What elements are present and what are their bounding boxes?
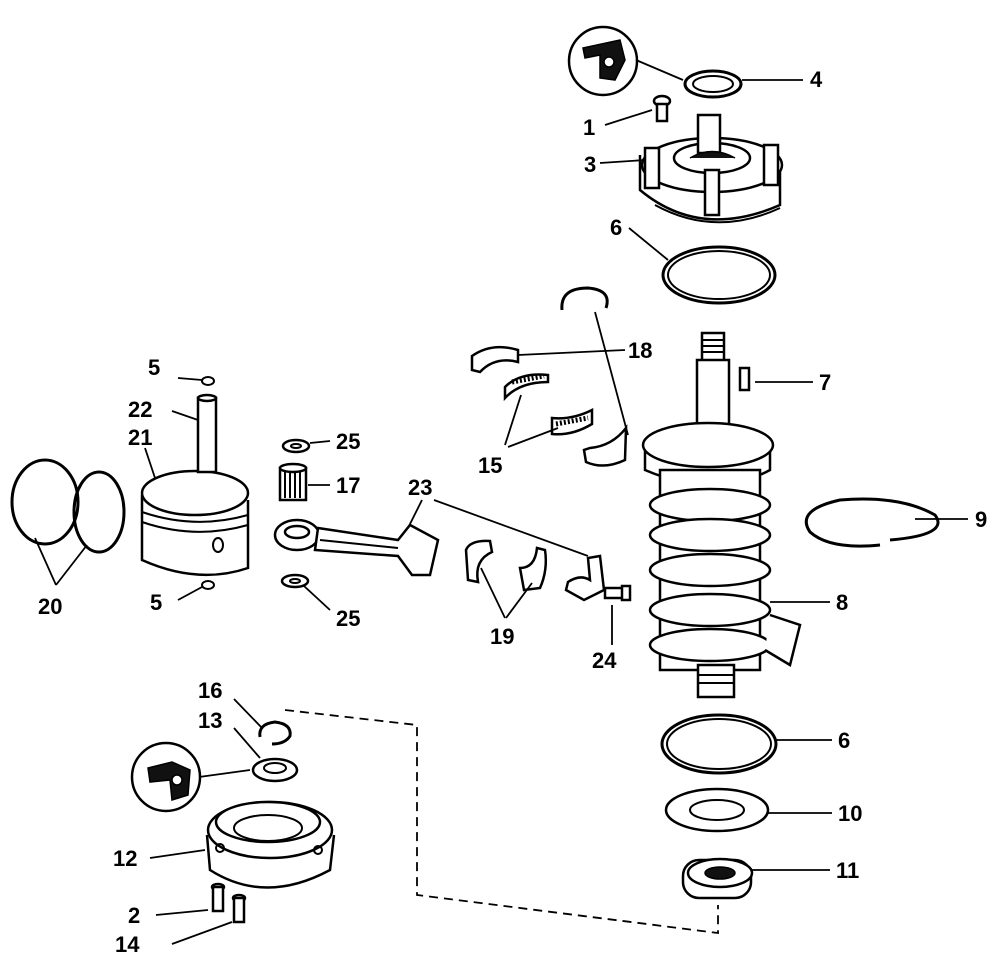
thrust-washer-10 xyxy=(664,787,770,833)
callout-18: 18 xyxy=(628,338,652,363)
o-ring-6-top xyxy=(661,245,777,305)
roller-bearing-15-b xyxy=(550,407,594,436)
callout-13: 13 xyxy=(198,708,222,733)
callout-20: 20 xyxy=(38,594,62,619)
bearing-race-18-upper xyxy=(470,345,520,374)
rod-bolt-24 xyxy=(603,584,632,602)
seal-detail-inset-bottom xyxy=(130,741,251,813)
retaining-ring-9 xyxy=(804,497,940,548)
pin-retainer-5-top xyxy=(201,376,215,386)
upper-bearing-housing-3 xyxy=(638,113,784,224)
piston-pin-22 xyxy=(196,393,218,474)
ball-bearing-11 xyxy=(681,857,754,900)
callout-24: 24 xyxy=(592,648,617,673)
callout-7: 7 xyxy=(819,370,831,395)
rod-bearing-19-a xyxy=(464,539,494,584)
callout-5-top: 5 xyxy=(148,355,160,380)
callout-22: 22 xyxy=(128,397,152,422)
roller-bearing-15-a xyxy=(503,373,550,402)
callout-4: 4 xyxy=(810,67,823,92)
callout-21: 21 xyxy=(128,425,152,450)
callout-6-top: 6 xyxy=(610,215,622,240)
callout-10: 10 xyxy=(838,801,862,826)
callout-11: 11 xyxy=(836,858,859,883)
leader-lines xyxy=(34,79,968,945)
piston-21 xyxy=(140,469,250,577)
callout-5-bottom: 5 xyxy=(150,590,162,615)
dashed-assembly-line xyxy=(284,709,719,935)
thrust-washer-25-top xyxy=(281,438,311,454)
lower-bearing-housing-12 xyxy=(205,800,336,889)
piston-rings-20 xyxy=(10,458,126,554)
key-7 xyxy=(738,366,751,392)
callout-8: 8 xyxy=(836,590,848,615)
o-ring-6-bottom xyxy=(660,713,778,775)
seal-ring-4 xyxy=(683,69,743,99)
screw-1 xyxy=(652,94,672,123)
pin-retainer-5-bottom xyxy=(201,580,215,590)
needle-bearing-17 xyxy=(278,462,308,502)
callout-16: 16 xyxy=(198,678,222,703)
callout-25-top: 25 xyxy=(336,429,360,454)
rod-cap-23 xyxy=(564,554,606,602)
callout-1: 1 xyxy=(583,115,595,140)
callout-3: 3 xyxy=(584,152,596,177)
thrust-washer-25-bottom xyxy=(280,573,310,589)
screw-2 xyxy=(210,882,226,913)
rod-bearing-19-b xyxy=(518,546,548,592)
callout-2: 2 xyxy=(128,903,140,928)
retaining-ring-18-top xyxy=(560,286,609,311)
callout-12: 12 xyxy=(113,846,137,871)
callout-15: 15 xyxy=(478,453,502,478)
callout-6-bottom: 6 xyxy=(838,728,850,753)
callout-17: 17 xyxy=(336,473,360,498)
callout-23: 23 xyxy=(408,475,432,500)
bearing-race-18-lower xyxy=(582,424,628,467)
screw-14 xyxy=(231,893,247,924)
seal-detail-inset-top xyxy=(567,25,684,97)
retaining-ring-16 xyxy=(258,720,292,746)
callout-25-bottom: 25 xyxy=(336,606,360,631)
callout-14: 14 xyxy=(115,932,140,957)
seal-13 xyxy=(251,757,299,783)
callout-19: 19 xyxy=(490,624,514,649)
callout-9: 9 xyxy=(975,507,987,532)
crankshaft-8 xyxy=(641,331,802,699)
connecting-rod-23 xyxy=(273,518,440,577)
